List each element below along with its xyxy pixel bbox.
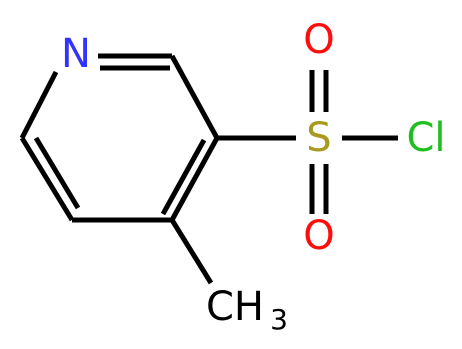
methyl-label: CH — [206, 284, 264, 330]
methyl-group: CH 3 — [206, 284, 288, 336]
methyl-subscript: 3 — [270, 303, 288, 336]
bond-c6-n — [19, 70, 59, 140]
bond-c5-c6-inner — [33, 136, 81, 210]
pyridine-ring — [19, 53, 220, 223]
atom-oxygen-bottom: O — [303, 213, 334, 259]
bond-c2-c3 — [169, 54, 220, 140]
bond-c3-c4-inner — [160, 138, 207, 216]
bond-c3-c4 — [169, 136, 220, 222]
bond-c4-methyl — [169, 218, 214, 285]
atom-nitrogen: N — [61, 31, 91, 77]
atom-sulfur: S — [306, 115, 331, 161]
atom-chlorine: Cl — [406, 115, 445, 161]
bond-c5-c6 — [19, 136, 75, 222]
atom-oxygen-top: O — [303, 17, 334, 63]
